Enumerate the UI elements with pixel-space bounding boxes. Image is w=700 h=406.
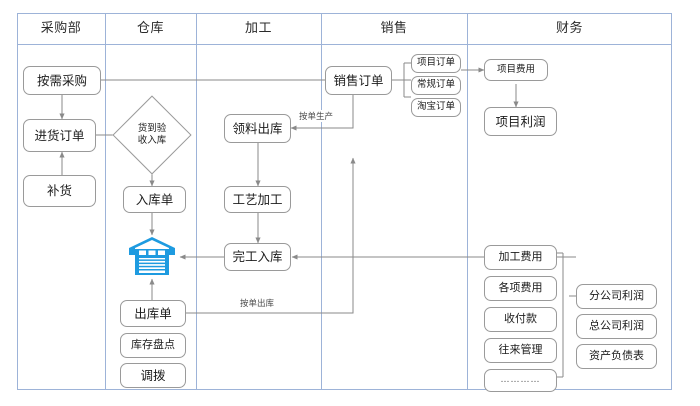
lane-divider-2 [196, 13, 197, 390]
node-sales-order[interactable]: 销售订单 [325, 66, 392, 95]
lane-title-purchasing: 采购部 [40, 21, 82, 36]
node-group-profit[interactable]: 总公司利润 [576, 314, 657, 339]
node-inbound-order[interactable]: 入库单 [123, 186, 186, 213]
node-material-issue[interactable]: 领料出库 [224, 114, 291, 143]
node-taobao-order[interactable]: 淘宝订单 [411, 98, 461, 117]
edge-label-make-to-order: 按单生产 [297, 110, 336, 122]
node-process-work[interactable]: 工艺加工 [224, 186, 291, 213]
node-ellipsis[interactable]: ………… [484, 369, 557, 392]
node-purchase-order[interactable]: 进货订单 [23, 119, 96, 152]
lane-title-finance: 财务 [555, 21, 583, 36]
node-various-fees[interactable]: 各项费用 [484, 276, 557, 301]
goods-check-line-1: 货到验 [137, 123, 167, 135]
node-purchase-on-demand[interactable]: 按需采购 [23, 66, 101, 95]
node-replenish[interactable]: 补货 [23, 175, 96, 207]
edge-label-ship-to-order: 按单出库 [238, 297, 277, 309]
lane-title-warehouse: 仓库 [136, 21, 164, 36]
lane-title-sales: 销售 [380, 21, 408, 36]
goods-check-line-2: 收入库 [137, 135, 167, 146]
node-branch-profit[interactable]: 分公司利润 [576, 284, 657, 309]
node-transaction-mgmt[interactable]: 往来管理 [484, 338, 557, 363]
node-transfer[interactable]: 调拨 [120, 363, 186, 388]
node-project-order[interactable]: 项目订单 [411, 54, 461, 73]
node-finished-inbound[interactable]: 完工入库 [224, 243, 291, 271]
lane-divider-3 [321, 13, 322, 390]
lane-header-separator [17, 44, 672, 45]
node-processing-fee[interactable]: 加工费用 [484, 245, 557, 270]
node-project-profit[interactable]: 项目利润 [484, 107, 557, 136]
lane-title-processing: 加工 [244, 21, 272, 36]
lane-divider-4 [467, 13, 468, 390]
lane-divider-1 [105, 13, 106, 390]
warehouse-icon [129, 237, 175, 275]
node-goods-arrival-check-label: 货到验 收入库 [124, 107, 180, 163]
node-balance-sheet[interactable]: 资产负债表 [576, 344, 657, 369]
node-stock-take[interactable]: 库存盘点 [120, 333, 186, 358]
node-regular-order[interactable]: 常规订单 [411, 76, 461, 95]
node-outbound-order[interactable]: 出库单 [120, 300, 186, 327]
node-receipt-payment[interactable]: 收付款 [484, 307, 557, 332]
node-project-cost[interactable]: 项目费用 [484, 59, 548, 81]
